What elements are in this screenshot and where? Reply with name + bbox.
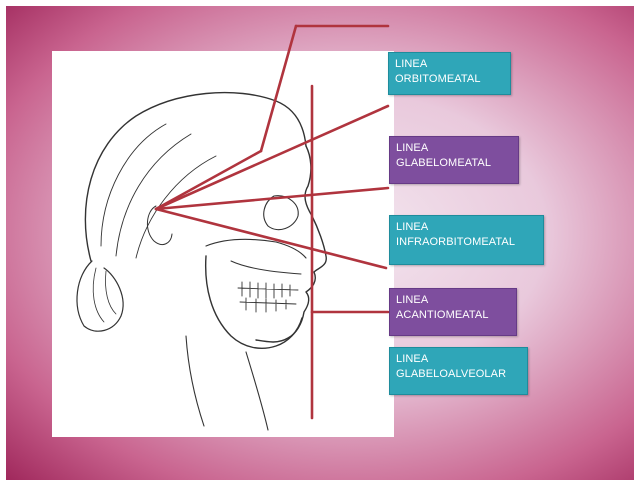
label-glabeloalveolar-line2: GLABELOALVEOLAR [396, 367, 521, 382]
orbit [264, 196, 298, 230]
label-orbitomeatal-line1: LINEA [395, 57, 504, 72]
label-infraorbitomeatal-line2: INFRAORBITOMEATAL [396, 235, 537, 250]
label-acantiomeatal-line1: LINEA [396, 293, 510, 308]
label-glabelomeatal-line2: GLABELOMEATAL [396, 156, 512, 171]
label-infraorbitomeatal: LINEA INFRAORBITOMEATAL [389, 215, 544, 265]
slide-background: LINEA ORBITOMEATAL LINEA GLABELOMEATAL L… [6, 6, 634, 480]
head-sketch [77, 93, 326, 430]
maxilla [231, 261, 301, 274]
teeth [238, 282, 298, 312]
label-infraorbitomeatal-line1: LINEA [396, 220, 537, 235]
neck [186, 336, 268, 430]
glabelomeatal-line [156, 106, 388, 209]
label-glabeloalveolar-line1: LINEA [396, 352, 521, 367]
zygomatic [206, 239, 306, 258]
label-orbitomeatal-line2: ORBITOMEATAL [395, 72, 504, 87]
orbitomeatal-upper [261, 26, 296, 151]
ponytail [77, 261, 123, 331]
hair-outline [85, 93, 306, 261]
label-glabelomeatal: LINEA GLABELOMEATAL [389, 136, 519, 184]
label-orbitomeatal: LINEA ORBITOMEATAL [388, 52, 511, 95]
label-glabelomeatal-line1: LINEA [396, 141, 512, 156]
label-glabeloalveolar: LINEA GLABELOALVEOLAR [389, 347, 528, 395]
acantiomeatal-line [156, 209, 386, 268]
label-acantiomeatal: LINEA ACANTIOMEATAL [389, 288, 517, 336]
reference-lines [156, 26, 388, 418]
label-acantiomeatal-line2: ACANTIOMEATAL [396, 308, 510, 323]
